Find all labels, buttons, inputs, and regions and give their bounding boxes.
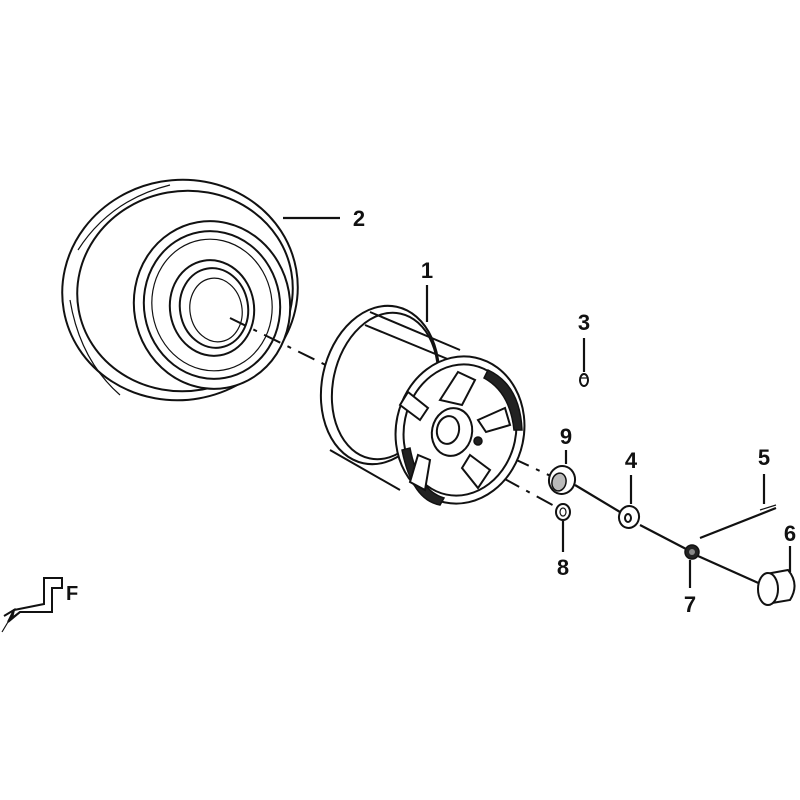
callout-5-label: 5	[758, 445, 770, 470]
callout-1-label: 1	[421, 258, 433, 283]
bushing	[547, 465, 577, 495]
callout-4: 4	[625, 448, 638, 504]
callout-8: 8	[557, 521, 569, 580]
wheel-rim	[319, 304, 526, 506]
cotter-pin	[699, 504, 777, 540]
callout-6: 6	[784, 521, 796, 572]
axis-line-castle-nut	[639, 524, 689, 551]
callout-8-label: 8	[557, 555, 569, 580]
callout-3: 3	[578, 310, 590, 372]
axis-line-tire-rim	[229, 317, 341, 373]
washer	[617, 505, 641, 529]
front-direction-letter: F	[66, 583, 78, 605]
callout-7: 7	[684, 560, 696, 617]
callout-2: 2	[283, 206, 365, 231]
callout-9: 9	[560, 424, 572, 464]
axis-line-washer	[574, 484, 621, 513]
callout-5: 5	[758, 445, 770, 504]
callout-3-label: 3	[578, 310, 590, 335]
callout-2-label: 2	[353, 206, 365, 231]
nut	[555, 503, 571, 521]
hub-cap	[757, 568, 796, 606]
castle-nut	[684, 544, 700, 560]
tire	[61, 178, 299, 402]
axis-line-hub-cap	[697, 554, 766, 588]
callout-4-label: 4	[625, 448, 638, 473]
callout-7-label: 7	[684, 592, 696, 617]
front-direction-marker: F	[1, 577, 78, 633]
callout-1: 1	[421, 258, 433, 322]
valve	[579, 373, 589, 387]
callout-6-label: 6	[784, 521, 796, 546]
callout-9-label: 9	[560, 424, 572, 449]
